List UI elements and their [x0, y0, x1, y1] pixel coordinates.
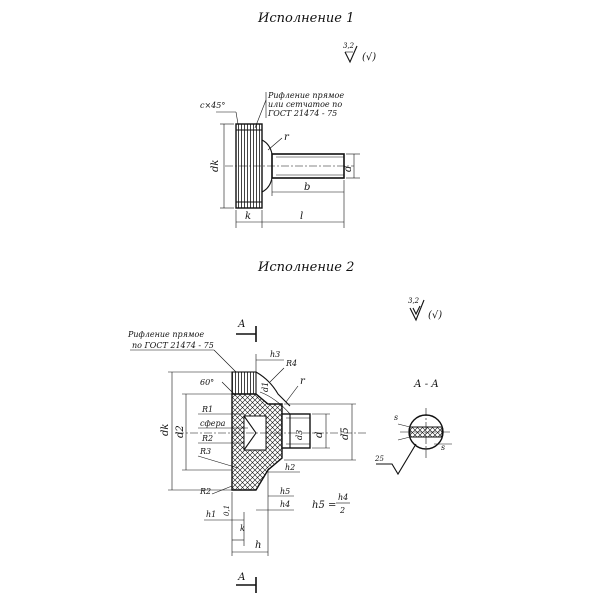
- variant2-dim-h1: h1: [206, 510, 216, 519]
- variant2-dim-R4: R4: [285, 359, 297, 368]
- variant2-formula: h5 = h4 2: [312, 493, 350, 515]
- variant1-drawing: Исполнение 1 3,2 (√) c×45° Рифление прям…: [200, 11, 376, 228]
- variant2-dim-R1: R1: [201, 405, 213, 414]
- variant2-dim-d3: d3: [295, 430, 304, 440]
- section-aa: А - А s s 25: [374, 379, 452, 476]
- variant2-dim-R3: R3: [199, 447, 211, 456]
- variant2-dim-d1: d1: [261, 382, 270, 392]
- variant2-formula-den: 2: [339, 506, 345, 515]
- variant2-dim-h2: h2: [285, 463, 295, 472]
- variant1-dim-l: l: [300, 211, 303, 222]
- variant2-formula-num: h4: [338, 493, 348, 502]
- section-marker-top: А: [237, 319, 246, 330]
- variant1-note-line2: или сетчатое по: [268, 100, 342, 109]
- section-title: А - А: [413, 379, 439, 390]
- variant2-drawing: Исполнение 2 3,2 (√) Рифление прямое по …: [127, 260, 442, 593]
- section-marker-bottom: А: [237, 572, 246, 583]
- variant2-dim-small: 0,1: [223, 505, 231, 516]
- variant2-dim-d2: d2: [175, 425, 186, 438]
- variant2-dim-h: h: [255, 540, 261, 551]
- section-dim-s1: s: [394, 413, 398, 422]
- variant1-title: Исполнение 1: [257, 11, 354, 26]
- variant2-roughness-value: 3,2: [408, 297, 420, 305]
- variant2-dim-R2b: R2: [199, 487, 211, 496]
- variant2-dim-d5: d5: [340, 427, 351, 440]
- variant2-note-line2: по ГОСТ 21474 - 75: [132, 341, 214, 350]
- variant2-dim-r: r: [300, 376, 306, 387]
- variant2-dim-h5: h5: [280, 487, 290, 496]
- variant1-note-line3: ГОСТ 21474 - 75: [267, 109, 337, 118]
- variant2-dim-k: k: [240, 524, 245, 533]
- variant2-dim-h3: h3: [270, 350, 280, 359]
- variant1-roughness-paren: (√): [362, 52, 376, 63]
- variant1-roughness-value: 3,2: [343, 42, 355, 50]
- variant2-note-line1: Рифление прямое: [127, 330, 204, 339]
- variant2-dim-angle: 60°: [200, 378, 214, 387]
- variant1-dim-dk: dk: [210, 160, 221, 172]
- variant1-dim-r: r: [284, 132, 290, 143]
- variant2-dim-d: d: [314, 432, 325, 438]
- variant1-dim-d: d: [343, 166, 354, 172]
- variant2-formula-lhs: h5 =: [312, 500, 336, 511]
- variant2-title: Исполнение 2: [257, 260, 354, 275]
- variant2-dim-sphere: сфера: [200, 419, 226, 428]
- section-dim-s2: s: [441, 443, 445, 452]
- variant1-note-line1: Рифление прямое: [267, 91, 344, 100]
- variant2-roughness-mark: 3,2 (√): [408, 297, 442, 322]
- variant2-dim-R2a: R2: [201, 434, 213, 443]
- variant1-dim-k: k: [245, 211, 251, 222]
- variant1-roughness-mark: 3,2 (√): [343, 42, 376, 64]
- variant2-roughness-paren: (√): [428, 310, 442, 321]
- variant1-chamfer-label: c×45°: [200, 101, 225, 110]
- variant1-dim-b: b: [304, 182, 310, 193]
- variant2-dim-h4: h4: [280, 500, 290, 509]
- section-roughness: 25: [374, 455, 384, 463]
- variant2-dim-dk: dk: [160, 424, 171, 436]
